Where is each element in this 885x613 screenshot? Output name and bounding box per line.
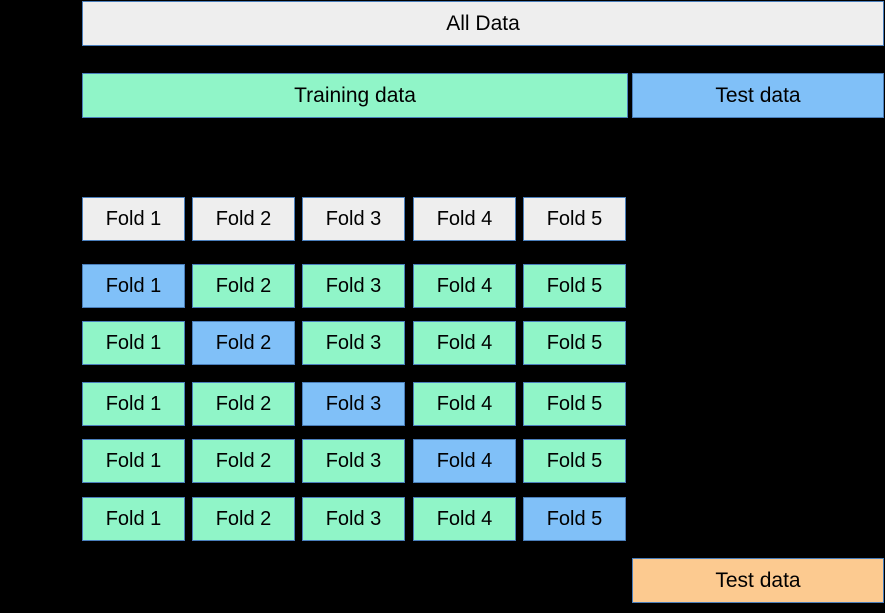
fold-row-split-1: Fold 1 Fold 2 Fold 3 Fold 4 Fold 5 <box>82 264 627 308</box>
fold-row-folds-header: Fold 1 Fold 2 Fold 3 Fold 4 Fold 5 <box>82 197 627 241</box>
all-data-bar: All Data <box>82 1 884 46</box>
fold-cell-split-3-1[interactable]: Fold 1 <box>82 382 185 426</box>
fold-cell-split-2-3[interactable]: Fold 3 <box>302 321 405 365</box>
fold-cell-folds-header-5[interactable]: Fold 5 <box>523 197 626 241</box>
test-data-top-label: Test data <box>715 84 801 107</box>
fold-cell-split-1-2[interactable]: Fold 2 <box>192 264 295 308</box>
test-data-bar-bottom: Test data <box>632 558 884 603</box>
test-data-bottom-label: Test data <box>715 569 801 592</box>
fold-cell-label: Fold 2 <box>215 332 272 354</box>
test-data-bar-top: Test data <box>632 73 884 118</box>
fold-cell-label: Fold 1 <box>105 208 162 230</box>
fold-cell-label: Fold 2 <box>215 508 272 530</box>
all-data-label: All Data <box>446 12 520 35</box>
fold-cell-label: Fold 3 <box>325 208 382 230</box>
fold-cell-split-5-2[interactable]: Fold 2 <box>192 497 295 541</box>
fold-cell-label: Fold 5 <box>546 393 603 415</box>
fold-cell-label: Fold 2 <box>215 208 272 230</box>
fold-cell-split-2-1[interactable]: Fold 1 <box>82 321 185 365</box>
fold-cell-label: Fold 4 <box>436 332 493 354</box>
fold-cell-label: Fold 3 <box>325 393 382 415</box>
fold-row-split-2: Fold 1 Fold 2 Fold 3 Fold 4 Fold 5 <box>82 321 627 365</box>
fold-cell-label: Fold 3 <box>325 508 382 530</box>
fold-cell-label: Fold 4 <box>436 275 493 297</box>
fold-cell-label: Fold 2 <box>215 275 272 297</box>
fold-cell-split-1-3[interactable]: Fold 3 <box>302 264 405 308</box>
fold-cell-label: Fold 5 <box>546 332 603 354</box>
fold-cell-label: Fold 3 <box>325 275 382 297</box>
fold-cell-split-2-2[interactable]: Fold 2 <box>192 321 295 365</box>
fold-cell-label: Fold 1 <box>105 450 162 472</box>
fold-cell-folds-header-1[interactable]: Fold 1 <box>82 197 185 241</box>
fold-cell-folds-header-2[interactable]: Fold 2 <box>192 197 295 241</box>
fold-row-split-3: Fold 1 Fold 2 Fold 3 Fold 4 Fold 5 <box>82 382 627 426</box>
fold-cell-label: Fold 4 <box>436 508 493 530</box>
fold-cell-split-3-2[interactable]: Fold 2 <box>192 382 295 426</box>
fold-cell-split-5-1[interactable]: Fold 1 <box>82 497 185 541</box>
fold-cell-split-3-5[interactable]: Fold 5 <box>523 382 626 426</box>
fold-cell-split-5-3[interactable]: Fold 3 <box>302 497 405 541</box>
fold-cell-folds-header-3[interactable]: Fold 3 <box>302 197 405 241</box>
fold-cell-split-4-5[interactable]: Fold 5 <box>523 439 626 483</box>
fold-cell-split-5-5[interactable]: Fold 5 <box>523 497 626 541</box>
fold-row-split-4: Fold 1 Fold 2 Fold 3 Fold 4 Fold 5 <box>82 439 627 483</box>
fold-cell-split-4-3[interactable]: Fold 3 <box>302 439 405 483</box>
fold-cell-label: Fold 5 <box>546 275 603 297</box>
fold-cell-split-4-4[interactable]: Fold 4 <box>413 439 516 483</box>
fold-cell-split-3-4[interactable]: Fold 4 <box>413 382 516 426</box>
fold-cell-label: Fold 4 <box>436 450 493 472</box>
fold-cell-label: Fold 1 <box>105 275 162 297</box>
fold-cell-label: Fold 5 <box>546 450 603 472</box>
fold-cell-label: Fold 1 <box>105 332 162 354</box>
fold-cell-label: Fold 5 <box>546 508 603 530</box>
fold-cell-split-5-4[interactable]: Fold 4 <box>413 497 516 541</box>
fold-cell-label: Fold 2 <box>215 393 272 415</box>
fold-cell-split-2-4[interactable]: Fold 4 <box>413 321 516 365</box>
fold-cell-label: Fold 5 <box>546 208 603 230</box>
training-data-label: Training data <box>294 84 416 107</box>
fold-cell-label: Fold 2 <box>215 450 272 472</box>
fold-cell-label: Fold 3 <box>325 332 382 354</box>
fold-cell-split-1-5[interactable]: Fold 5 <box>523 264 626 308</box>
fold-cell-split-1-1[interactable]: Fold 1 <box>82 264 185 308</box>
training-data-bar: Training data <box>82 73 628 118</box>
fold-cell-split-3-3[interactable]: Fold 3 <box>302 382 405 426</box>
fold-cell-label: Fold 1 <box>105 508 162 530</box>
fold-cell-split-4-1[interactable]: Fold 1 <box>82 439 185 483</box>
fold-cell-label: Fold 4 <box>436 208 493 230</box>
fold-cell-split-1-4[interactable]: Fold 4 <box>413 264 516 308</box>
fold-cell-label: Fold 1 <box>105 393 162 415</box>
fold-cell-label: Fold 3 <box>325 450 382 472</box>
fold-cell-label: Fold 4 <box>436 393 493 415</box>
fold-row-split-5: Fold 1 Fold 2 Fold 3 Fold 4 Fold 5 <box>82 497 627 541</box>
fold-cell-folds-header-4[interactable]: Fold 4 <box>413 197 516 241</box>
fold-cell-split-2-5[interactable]: Fold 5 <box>523 321 626 365</box>
fold-cell-split-4-2[interactable]: Fold 2 <box>192 439 295 483</box>
